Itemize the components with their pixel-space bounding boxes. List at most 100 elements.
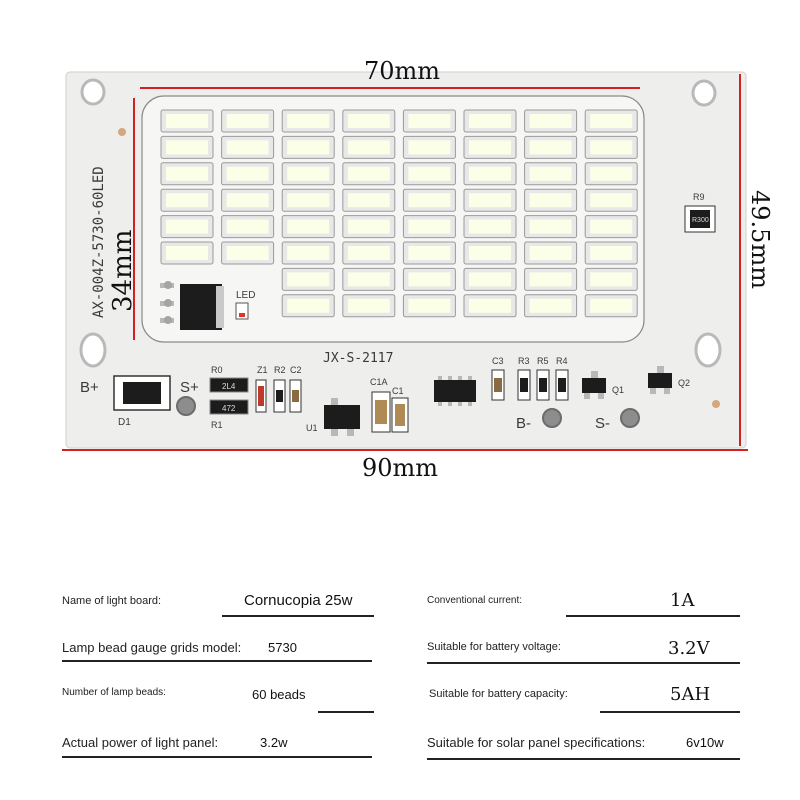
resistor-r1-code: 472 <box>222 404 236 413</box>
spec-value-bead-model: 5730 <box>268 640 297 655</box>
spec-rule <box>222 615 374 617</box>
led-bead-emitter <box>226 114 269 128</box>
diode-d1-body <box>123 382 161 404</box>
led-bead-emitter <box>590 166 633 181</box>
led-bead-emitter <box>226 166 269 181</box>
label-b-minus: B- <box>516 415 531 432</box>
spec-value-actual-power: 3.2w <box>260 735 288 750</box>
led-bead-emitter <box>166 140 208 155</box>
led-bead-emitter <box>287 193 330 208</box>
led-bead-emitter <box>529 114 572 128</box>
led-driver-transistor <box>160 281 224 330</box>
led-bead-emitter <box>590 298 633 313</box>
led-bead-emitter <box>287 272 330 287</box>
led-bead-emitter <box>408 114 451 128</box>
spec-label-actual-power: Actual power of light panel: <box>62 735 219 750</box>
capacitor-c1-body <box>395 404 405 426</box>
regulator-u1 <box>324 398 360 436</box>
resistor-r4-body <box>558 378 566 392</box>
spec-value-battery-voltage: 3.2V <box>668 638 710 659</box>
indicator-led-dot <box>239 313 245 317</box>
led-bead-emitter <box>590 140 633 155</box>
led-bead-emitter <box>408 193 451 208</box>
spec-rule <box>62 756 372 758</box>
led-bead-emitter <box>226 246 269 260</box>
spec-value-current: 1A <box>670 590 695 611</box>
led-bead-emitter <box>408 246 451 260</box>
resistor-r3-body <box>520 378 528 392</box>
led-grid <box>160 109 638 318</box>
via-dot <box>118 128 126 136</box>
mounting-hole-top-right <box>691 79 717 107</box>
led-bead-emitter <box>529 140 572 155</box>
led-bead-emitter <box>166 166 208 181</box>
resistor-r0-code: 2L4 <box>222 382 236 391</box>
zener-z1-body <box>258 386 264 406</box>
spec-rule <box>62 660 372 662</box>
solder-pad-s-minus <box>620 408 640 428</box>
led-bead-emitter <box>347 246 390 260</box>
led-bead-emitter <box>469 140 511 155</box>
led-bead-emitter <box>408 219 451 234</box>
led-bead-emitter <box>529 298 572 313</box>
led-bead-emitter <box>347 140 390 155</box>
via-dot <box>712 400 720 408</box>
spec-rule <box>600 711 740 713</box>
dim-label-49-5mm: 49.5mm <box>746 190 774 289</box>
led-bead-emitter <box>529 219 572 234</box>
led-bead-emitter <box>408 166 451 181</box>
led-bead-emitter <box>529 246 572 260</box>
label-r4: R4 <box>556 356 568 366</box>
spec-label-bead-model: Lamp bead gauge grids model: <box>62 640 242 655</box>
label-q2: Q2 <box>678 378 690 388</box>
led-bead-emitter <box>469 114 511 128</box>
spec-label-board-name: Name of light board: <box>62 595 162 607</box>
spec-value-solar-panel: 6v10w <box>686 735 724 750</box>
led-bead-emitter <box>347 114 390 128</box>
led-bead-emitter <box>287 246 330 260</box>
solder-pad-b-minus <box>542 408 562 428</box>
label-q1: Q1 <box>612 385 624 395</box>
led-bead-emitter <box>590 114 633 128</box>
led-bead-emitter <box>590 272 633 287</box>
board-model-text: AX-004Z-5730-60LED <box>91 166 107 318</box>
solder-pad-s-plus <box>176 396 196 416</box>
spec-label-current: Conventional current: <box>427 595 523 606</box>
led-bead-emitter <box>469 272 511 287</box>
spec-label-battery-capacity: Suitable for battery capacity: <box>429 688 568 700</box>
led-bead-emitter <box>166 219 208 234</box>
label-b-plus: B+ <box>80 379 99 396</box>
label-r2: R2 <box>274 365 286 375</box>
led-bead-emitter <box>590 193 633 208</box>
led-label: LED <box>236 290 255 301</box>
led-bead-emitter <box>347 166 390 181</box>
transistor-q1 <box>582 371 606 399</box>
led-bead-emitter <box>287 219 330 234</box>
led-bead-emitter <box>226 140 269 155</box>
led-bead-emitter <box>469 246 511 260</box>
resistor-r1 <box>209 399 249 415</box>
spec-value-battery-capacity: 5AH <box>670 684 711 705</box>
led-bead-emitter <box>347 272 390 287</box>
led-bead-emitter <box>347 298 390 313</box>
led-bead-emitter <box>469 166 511 181</box>
led-bead-emitter <box>469 219 511 234</box>
label-r0: R0 <box>211 365 223 375</box>
capacitor-c3-body <box>494 378 502 392</box>
pcb-illustration: AX-004Z-5730-60LED LED JX-S-2117 D1 B+ S… <box>62 57 774 482</box>
led-bead-emitter <box>408 272 451 287</box>
label-z1: Z1 <box>257 365 268 375</box>
spec-label-solar-panel: Suitable for solar panel specifications: <box>427 735 646 750</box>
resistor-r5-body <box>539 378 547 392</box>
led-bead-emitter <box>226 193 269 208</box>
mounting-hole-bottom-right <box>694 332 722 368</box>
dim-label-90mm: 90mm <box>362 454 438 482</box>
label-d1: D1 <box>118 417 131 428</box>
spec-rule <box>427 758 740 760</box>
led-bead-emitter <box>166 193 208 208</box>
spec-table: Name of light board: Cornucopia 25w Lamp… <box>0 560 800 800</box>
led-bead-emitter <box>590 246 633 260</box>
led-bead-emitter <box>226 219 269 234</box>
label-r1: R1 <box>211 420 223 430</box>
capacitor-c2-body <box>292 390 299 402</box>
